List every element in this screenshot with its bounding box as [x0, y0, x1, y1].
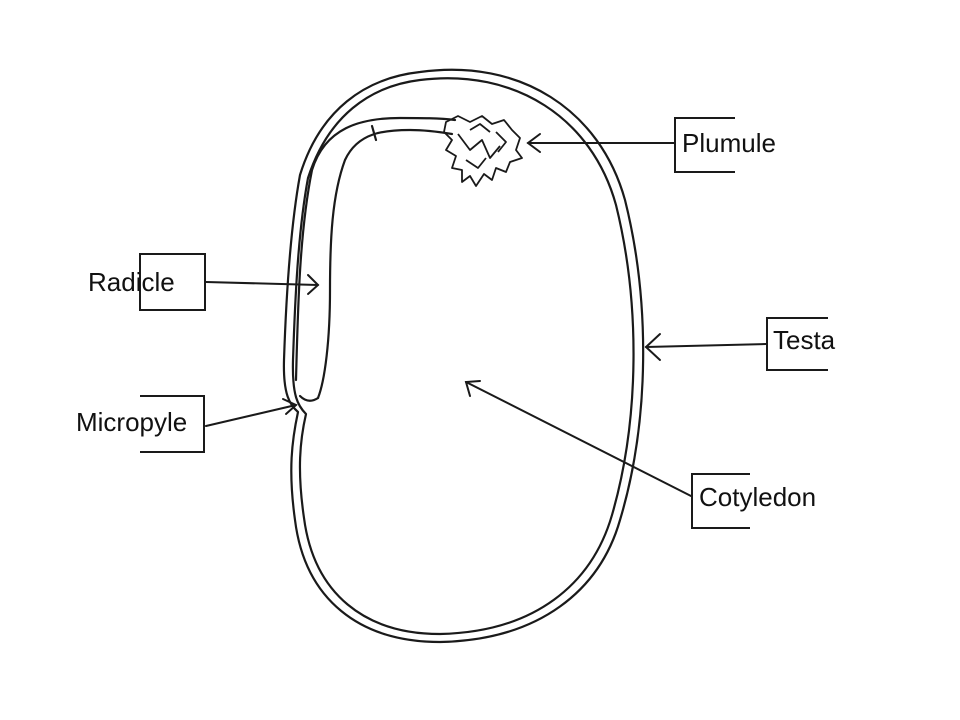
label-box-cotyledon	[691, 473, 750, 529]
label-radicle: Radicle	[88, 267, 175, 297]
arrow-plumule	[526, 133, 675, 153]
arrow-cotyledon	[464, 380, 692, 497]
radicle-structure	[294, 116, 457, 402]
label-box-radicle	[139, 253, 206, 311]
label-plumule: Plumule	[682, 128, 776, 158]
testa-outline	[282, 68, 645, 644]
arrow-radicle	[205, 274, 320, 295]
label-box-plumule	[674, 117, 735, 173]
label-cotyledon: Cotyledon	[699, 482, 816, 512]
arrow-micropyle	[205, 398, 298, 427]
label-testa: Testa	[773, 325, 836, 355]
arrow-testa	[644, 333, 767, 361]
label-micropyle: Micropyle	[76, 407, 187, 437]
plumule-structure	[443, 115, 523, 187]
label-box-micropyle	[140, 395, 205, 453]
